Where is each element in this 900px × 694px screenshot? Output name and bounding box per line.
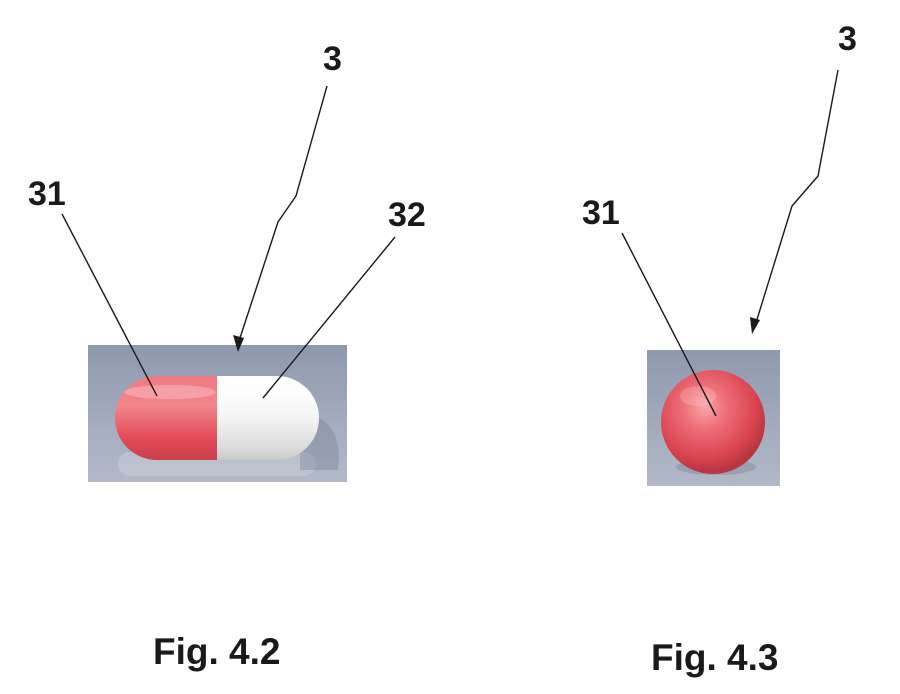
leader-line-3: [755, 70, 838, 326]
reference-label-3: 3: [323, 40, 342, 78]
figure-4-3: 3 31 Fig. 4.3: [582, 20, 857, 678]
leader-line-3: [238, 86, 327, 344]
sphere: [661, 370, 765, 474]
figure-caption: Fig. 4.3: [651, 637, 778, 678]
reference-label-32: 32: [388, 196, 426, 234]
figure-4-2: 3 31 32 Fig. 4.2: [28, 40, 426, 672]
reference-label-3: 3: [838, 20, 857, 58]
arrowhead: [750, 317, 760, 334]
figure-caption: Fig. 4.2: [153, 631, 280, 672]
capsule: [115, 376, 319, 460]
reference-label-31: 31: [582, 194, 620, 232]
reference-label-31: 31: [28, 175, 66, 213]
